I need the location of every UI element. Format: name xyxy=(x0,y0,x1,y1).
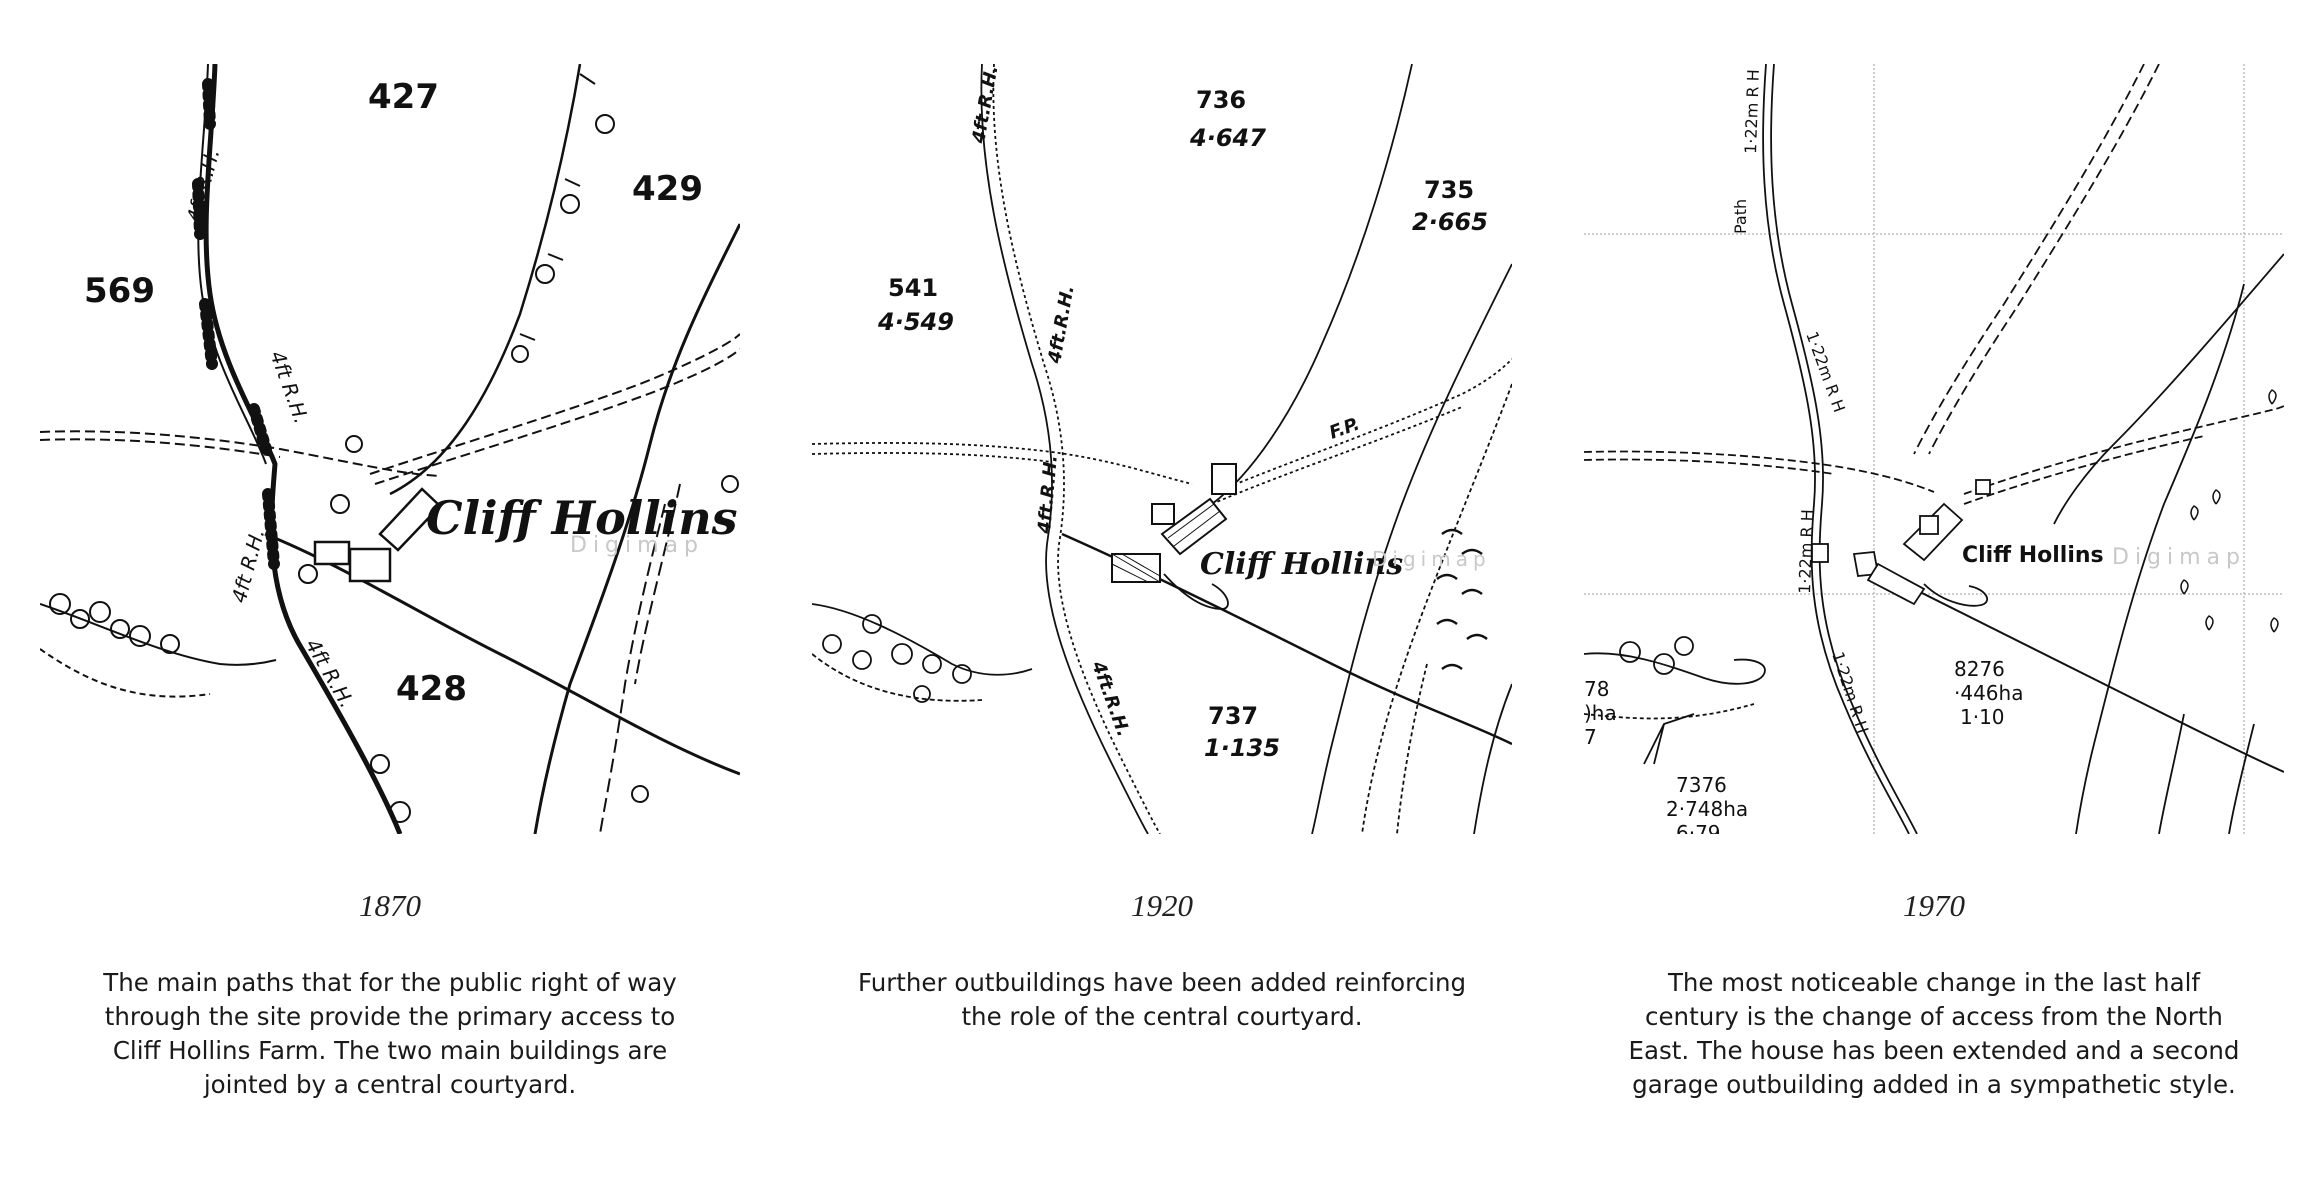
path-label: 4ft.R.H. xyxy=(968,64,1003,146)
panel-1870: 427 429 569 428 Cliff Hollins Digimap 4f… xyxy=(40,0,740,1192)
parcel-area: 7 xyxy=(1584,725,1597,749)
map-1970-drawing: 8276 ·446ha 1·10 7376 2·748ha 6·79 78 )h… xyxy=(1584,64,2284,834)
caption: The most noticeable change in the last h… xyxy=(1628,968,2240,1099)
panel-1920: 736 4·647 735 2·665 541 4·549 737 1·135 … xyxy=(812,0,1512,1192)
parcel-number: 7376 xyxy=(1676,773,1727,797)
caption: Further outbuildings have been added rei… xyxy=(857,968,1467,1031)
path-label: Path xyxy=(1731,199,1750,234)
map-1920-drawing: 736 4·647 735 2·665 541 4·549 737 1·135 … xyxy=(812,64,1512,834)
watermark: Digimap xyxy=(1372,547,1491,571)
place-name-label: Cliff Hollins xyxy=(1962,543,2104,568)
path-label: 4ft R.H. xyxy=(182,146,225,225)
parcel-area-ha: 2·748ha xyxy=(1666,797,1748,821)
parcel-number: 78 xyxy=(1584,677,1609,701)
path-label: 1·22m R H xyxy=(1828,649,1872,735)
year-label: 1870 xyxy=(359,888,421,923)
map-1870-drawing: 427 429 569 428 Cliff Hollins Digimap 4f… xyxy=(40,64,740,834)
watermark: Digimap xyxy=(2112,545,2246,570)
panel-1970: 8276 ·446ha 1·10 7376 2·748ha 6·79 78 )h… xyxy=(1584,0,2284,1192)
path-label: 1·22m R H xyxy=(1795,509,1817,594)
parcel-area-ha: ·446ha xyxy=(1954,681,2023,705)
place-name-label: Cliff Hollins xyxy=(426,491,738,545)
parcel-427: 427 xyxy=(368,77,439,117)
map-1870[interactable]: 427 429 569 428 Cliff Hollins Digimap 4f… xyxy=(40,64,740,834)
year-label: 1920 xyxy=(1131,888,1193,923)
caption: The main paths that for the public right… xyxy=(103,968,677,1099)
parcel-area: 1·10 xyxy=(1960,705,2005,729)
parcel-area: 6·79 xyxy=(1676,821,1721,834)
parcel-428: 428 xyxy=(396,669,467,709)
parcel-number: 737 xyxy=(1208,702,1258,730)
path-label: 4ft.R.H. xyxy=(1044,284,1079,366)
map-1920[interactable]: 736 4·647 735 2·665 541 4·549 737 1·135 … xyxy=(812,64,1512,834)
place-name-label: Cliff Hollins xyxy=(1200,547,1403,582)
parcel-number: 541 xyxy=(888,274,938,302)
parcel-number: 8276 xyxy=(1954,657,2005,681)
parcel-area: 1·135 xyxy=(1204,734,1280,762)
watermark: Digimap xyxy=(570,533,704,558)
parcel-area: 4·647 xyxy=(1189,124,1266,152)
path-label: 1·22m R H xyxy=(1741,69,1763,154)
parcel-area: 2·665 xyxy=(1412,208,1488,236)
footpath-label: F.P. xyxy=(1327,414,1363,444)
parcel-569: 569 xyxy=(84,271,155,311)
parcel-area-ha: )ha xyxy=(1584,701,1617,725)
parcel-number: 736 xyxy=(1196,86,1246,114)
parcel-429: 429 xyxy=(632,169,703,209)
parcel-number: 735 xyxy=(1424,176,1474,204)
path-label: 4ft R.H. xyxy=(265,348,313,427)
parcel-area: 4·549 xyxy=(877,308,954,336)
path-label: 4ft R.H. xyxy=(227,526,270,605)
map-1970[interactable]: 8276 ·446ha 1·10 7376 2·748ha 6·79 78 )h… xyxy=(1584,64,2284,834)
year-label: 1970 xyxy=(1903,888,1965,923)
path-label: 4ft.R.H. xyxy=(1034,454,1062,535)
